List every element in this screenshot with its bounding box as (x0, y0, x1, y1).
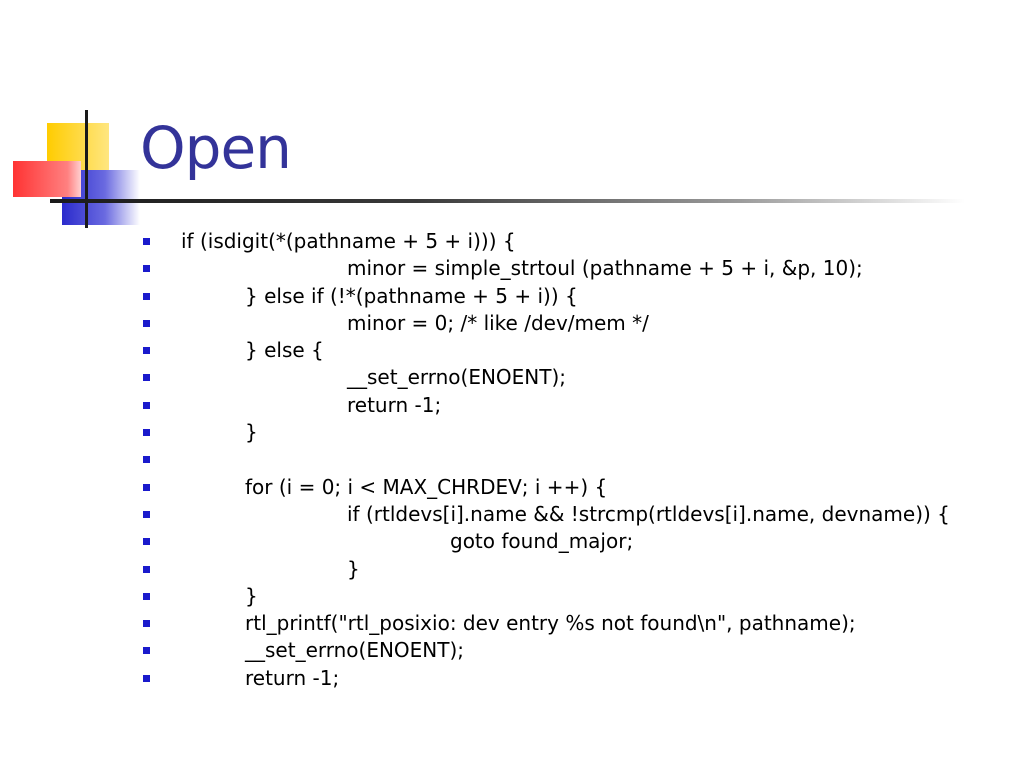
bullet-icon (143, 374, 150, 382)
bullet-icon (143, 620, 150, 628)
code-text: for (i = 0; i < MAX_CHRDEV; i ++) { (245, 474, 608, 499)
code-line: minor = 0; /* like /dev/mem */ (0, 310, 1000, 337)
code-line: minor = simple_strtoul (pathname + 5 + i… (0, 255, 1000, 282)
code-line: } else if (!*(pathname + 5 + i)) { (0, 283, 1000, 310)
code-text: } else if (!*(pathname + 5 + i)) { (245, 283, 578, 308)
slide-title: Open (140, 114, 292, 182)
bullet-icon (143, 401, 150, 409)
code-text: minor = simple_strtoul (pathname + 5 + i… (347, 256, 863, 281)
bullet-icon (143, 538, 150, 546)
code-text: } (347, 556, 360, 581)
code-text: if (isdigit(*(pathname + 5 + i))) { (181, 229, 516, 253)
code-line: for (i = 0; i < MAX_CHRDEV; i ++) { (0, 474, 1000, 501)
code-text: goto found_major; (450, 529, 634, 554)
code-line: } (0, 419, 1000, 446)
bullet-icon (143, 319, 150, 327)
bullet-icon (143, 674, 150, 682)
code-text: __set_errno(ENOENT); (347, 365, 567, 390)
code-bullet-list: if (isdigit(*(pathname + 5 + i))) { minor… (0, 228, 1000, 692)
code-line: } (0, 583, 1000, 610)
deco-vertical-line (85, 110, 88, 228)
code-line: } (0, 556, 1000, 583)
code-line: rtl_printf("rtl_posixio: dev entry %s no… (0, 610, 1000, 637)
bullet-icon (143, 483, 150, 491)
code-text: __set_errno(ENOENT); (245, 638, 465, 663)
bullet-icon (143, 347, 150, 355)
code-text: return -1; (245, 665, 340, 690)
bullet-icon (143, 565, 150, 573)
code-line: goto found_major; (0, 528, 1000, 555)
code-line (0, 446, 1000, 473)
code-line: return -1; (0, 392, 1000, 419)
bullet-icon (143, 292, 150, 300)
corner-decoration (13, 110, 140, 228)
code-line: return -1; (0, 665, 1000, 692)
deco-red-bar (13, 161, 81, 197)
code-text: if (rtldevs[i].name && !strcmp(rtldevs[i… (347, 501, 950, 526)
bullet-icon (143, 265, 150, 273)
code-text: rtl_printf("rtl_posixio: dev entry %s no… (245, 611, 856, 636)
code-text: } else { (245, 338, 324, 363)
code-text: return -1; (347, 392, 442, 417)
code-line: } else { (0, 337, 1000, 364)
bullet-icon (143, 456, 150, 464)
code-text: } (245, 420, 258, 445)
code-text: } (245, 583, 258, 608)
code-line: if (rtldevs[i].name && !strcmp(rtldevs[i… (0, 501, 1000, 528)
code-text: minor = 0; /* like /dev/mem */ (347, 310, 649, 335)
bullet-icon (143, 510, 150, 518)
code-line: __set_errno(ENOENT); (0, 364, 1000, 391)
title-underline (50, 199, 965, 203)
bullet-icon (143, 429, 150, 437)
code-line: if (isdigit(*(pathname + 5 + i))) { (0, 228, 1000, 255)
code-line: __set_errno(ENOENT); (0, 637, 1000, 664)
bullet-icon (143, 592, 150, 600)
bullet-icon (143, 647, 150, 655)
bullet-icon (143, 238, 150, 245)
